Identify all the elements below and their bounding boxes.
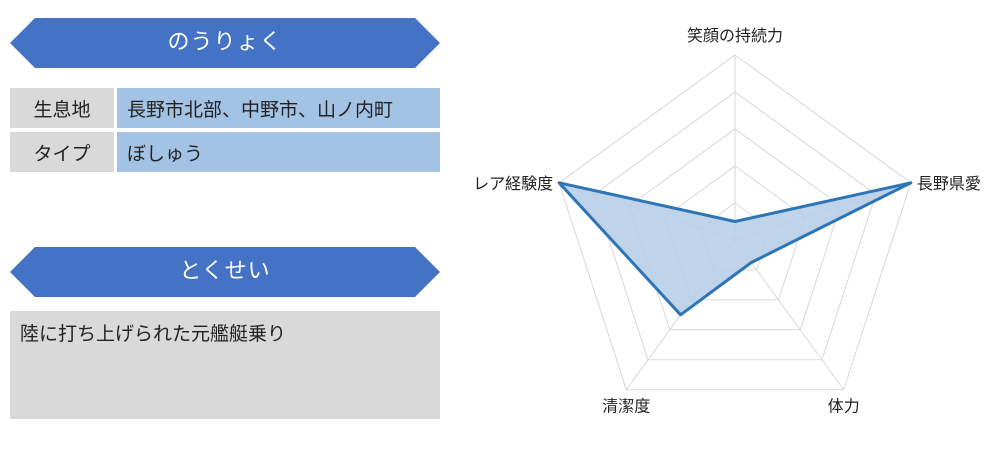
radar-series-area	[557, 181, 913, 317]
radar-axis-label: レア経験度	[473, 174, 553, 193]
ability-title: のうりょく	[167, 30, 283, 55]
ability-banner: のうりょく	[10, 18, 440, 68]
radar-grid-ring	[593, 91, 877, 361]
radar-axis-label: 長野県愛	[917, 174, 981, 193]
ability-banner-polygon	[10, 18, 440, 68]
trait-banner: とくせい	[10, 247, 440, 297]
radar-axis-label: 清潔度	[602, 397, 650, 416]
radar-grid-ring	[558, 54, 912, 391]
type-value: ぼしゅう	[117, 132, 440, 172]
habitat-label: 生息地	[10, 88, 114, 128]
trait-banner-shape	[10, 247, 440, 297]
ability-banner-shape	[10, 18, 440, 68]
trait-text: 陸に打ち上げられた元艦艇乗り	[20, 323, 287, 345]
table-row: タイプ ぼしゅう	[10, 132, 440, 172]
trait-box: 陸に打ち上げられた元艦艇乗り	[10, 311, 440, 419]
type-label: タイプ	[10, 132, 114, 172]
cell-gap	[114, 132, 117, 172]
habitat-value: 長野市北部、中野市、山ノ内町	[117, 88, 440, 128]
trait-title: とくせい	[179, 259, 271, 284]
radar-axis-label: 笑顔の持続力	[687, 26, 783, 45]
radar-axis-label: 体力	[828, 397, 860, 416]
radar-grid-ring	[628, 128, 842, 331]
trait-banner-polygon	[10, 247, 440, 297]
table-row: 生息地 長野市北部、中野市、山ノ内町	[10, 88, 440, 128]
info-table: 生息地 長野市北部、中野市、山ノ内町 タイプ ぼしゅう	[10, 84, 440, 176]
cell-gap	[114, 88, 117, 128]
radar-spoke	[734, 239, 845, 390]
